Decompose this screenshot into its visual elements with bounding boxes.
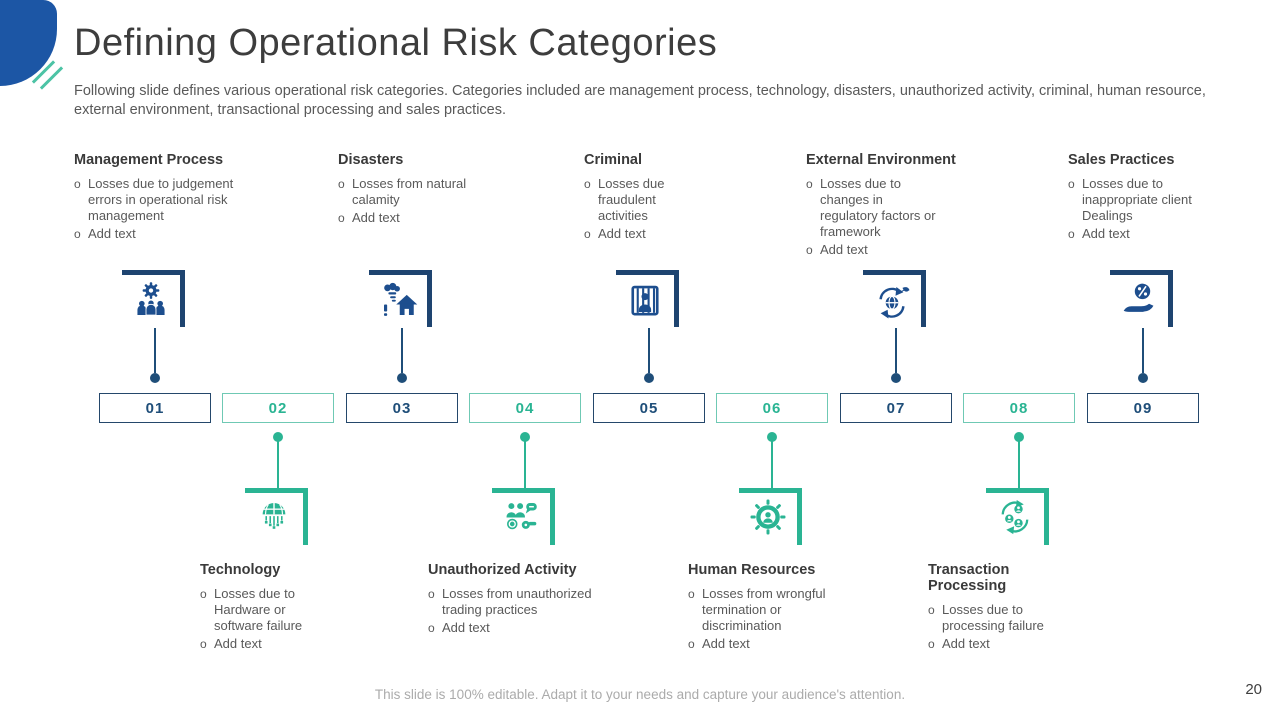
connector-line: [1018, 441, 1020, 489]
connector-group-human-resources: [739, 432, 805, 550]
bullet-item: Add text: [338, 210, 468, 226]
connector-line: [401, 328, 403, 373]
bullet-item: Add text: [200, 636, 325, 652]
connector-dot: [397, 373, 407, 383]
corner-bracket: [245, 488, 308, 545]
timeline-box-08: 08: [963, 393, 1075, 423]
category-title: Management Process: [74, 152, 224, 168]
category-unauthorized-activity: Unauthorized Activity Losses from unauth…: [428, 562, 618, 638]
slide-subtitle: Following slide defines various operatio…: [74, 83, 1206, 118]
bullet-item: Add text: [806, 242, 964, 258]
timeline-box-09: 09: [1087, 393, 1199, 423]
connector-group-criminal: [616, 270, 682, 383]
bullet-item: Add text: [928, 636, 1078, 652]
category-criminal: Criminal Losses due fraudulent activitie…: [584, 152, 689, 244]
category-management-process: Management Process Losses due to judgeme…: [74, 152, 259, 244]
category-sales-practices: Sales Practices Losses due to inappropri…: [1068, 152, 1193, 244]
human-resources-icon: [747, 496, 789, 538]
category-title: Human Resources: [688, 562, 816, 578]
category-title: External Environment: [806, 152, 956, 168]
timeline-box-07: 07: [840, 393, 952, 423]
connector-line: [524, 441, 526, 489]
connector-dot: [891, 373, 901, 383]
bullet-item: Losses due to processing failure: [928, 602, 1078, 634]
bullet-item: Losses due to changes in regulatory fact…: [806, 176, 964, 240]
connector-group-transaction-processing: [986, 432, 1052, 550]
category-disasters: Disasters Losses from natural calamity A…: [338, 152, 468, 228]
technology-icon: [253, 496, 295, 538]
connector-dot: [150, 373, 160, 383]
category-title: Technology: [200, 562, 281, 578]
connector-dot: [1138, 373, 1148, 383]
connector-line: [648, 328, 650, 373]
corner-bracket: [616, 270, 679, 327]
unauthorized-activity-icon: [500, 496, 542, 538]
category-title: Criminal: [584, 152, 643, 168]
category-title: Transaction Processing: [928, 562, 1010, 594]
bullet-item: Losses from natural calamity: [338, 176, 468, 208]
sales-practices-icon: [1118, 280, 1160, 322]
category-transaction-processing: Transaction Processing Losses due to pro…: [928, 562, 1078, 654]
page-number: 20: [1245, 681, 1262, 698]
page-title: Defining Operational Risk Categories: [74, 22, 718, 64]
corner-bracket: [986, 488, 1049, 545]
bullet-item: Add text: [584, 226, 689, 242]
corner-bracket: [492, 488, 555, 545]
disasters-icon: [377, 280, 419, 322]
connector-group-unauthorized-activity: [492, 432, 558, 550]
connector-dot: [644, 373, 654, 383]
connector-group-technology: [245, 432, 311, 550]
corner-bracket: [863, 270, 926, 327]
management-process-icon: [130, 280, 172, 322]
connector-group-management-process: [122, 270, 188, 383]
connector-dot: [767, 432, 777, 442]
bullet-item: Add text: [1068, 226, 1193, 242]
corner-bracket: [1110, 270, 1173, 327]
bullet-item: Add text: [74, 226, 259, 242]
category-technology: Technology Losses due to Hardware or sof…: [200, 562, 325, 654]
connector-group-external-environment: [863, 270, 929, 383]
corner-decoration: [0, 0, 57, 86]
connector-line: [154, 328, 156, 373]
bullet-item: Losses due to inappropriate client Deali…: [1068, 176, 1193, 224]
connector-dot: [273, 432, 283, 442]
category-human-resources: Human Resources Losses from wrongful ter…: [688, 562, 848, 654]
timeline-box-03: 03: [346, 393, 458, 423]
connector-group-sales-practices: [1110, 270, 1176, 383]
bullet-item: Losses due to judgement errors in operat…: [74, 176, 259, 224]
corner-bracket: [122, 270, 185, 327]
bullet-item: Losses from unauthorized trading practic…: [428, 586, 618, 618]
bullet-item: Add text: [428, 620, 618, 636]
transaction-processing-icon: [994, 496, 1036, 538]
bullet-item: Add text: [688, 636, 848, 652]
corner-bracket: [739, 488, 802, 545]
category-title: Unauthorized Activity: [428, 562, 577, 578]
external-environment-icon: [871, 280, 913, 322]
criminal-icon: [624, 280, 666, 322]
category-title: Disasters: [338, 152, 404, 168]
category-external-environment: External Environment Losses due to chang…: [806, 152, 964, 260]
timeline-box-02: 02: [222, 393, 334, 423]
timeline-box-05: 05: [593, 393, 705, 423]
connector-line: [1142, 328, 1144, 373]
timeline-box-04: 04: [469, 393, 581, 423]
corner-bracket: [369, 270, 432, 327]
connector-line: [895, 328, 897, 373]
connector-group-disasters: [369, 270, 435, 383]
bullet-item: Losses from wrongful termination or disc…: [688, 586, 848, 634]
bullet-item: Losses due fraudulent activities: [584, 176, 689, 224]
connector-line: [277, 441, 279, 489]
footer-note: This slide is 100% editable. Adapt it to…: [374, 687, 906, 702]
connector-dot: [1014, 432, 1024, 442]
connector-line: [771, 441, 773, 489]
category-title: Sales Practices: [1068, 152, 1175, 168]
timeline-box-06: 06: [716, 393, 828, 423]
connector-dot: [520, 432, 530, 442]
bullet-item: Losses due to Hardware or software failu…: [200, 586, 325, 634]
timeline-box-01: 01: [99, 393, 211, 423]
